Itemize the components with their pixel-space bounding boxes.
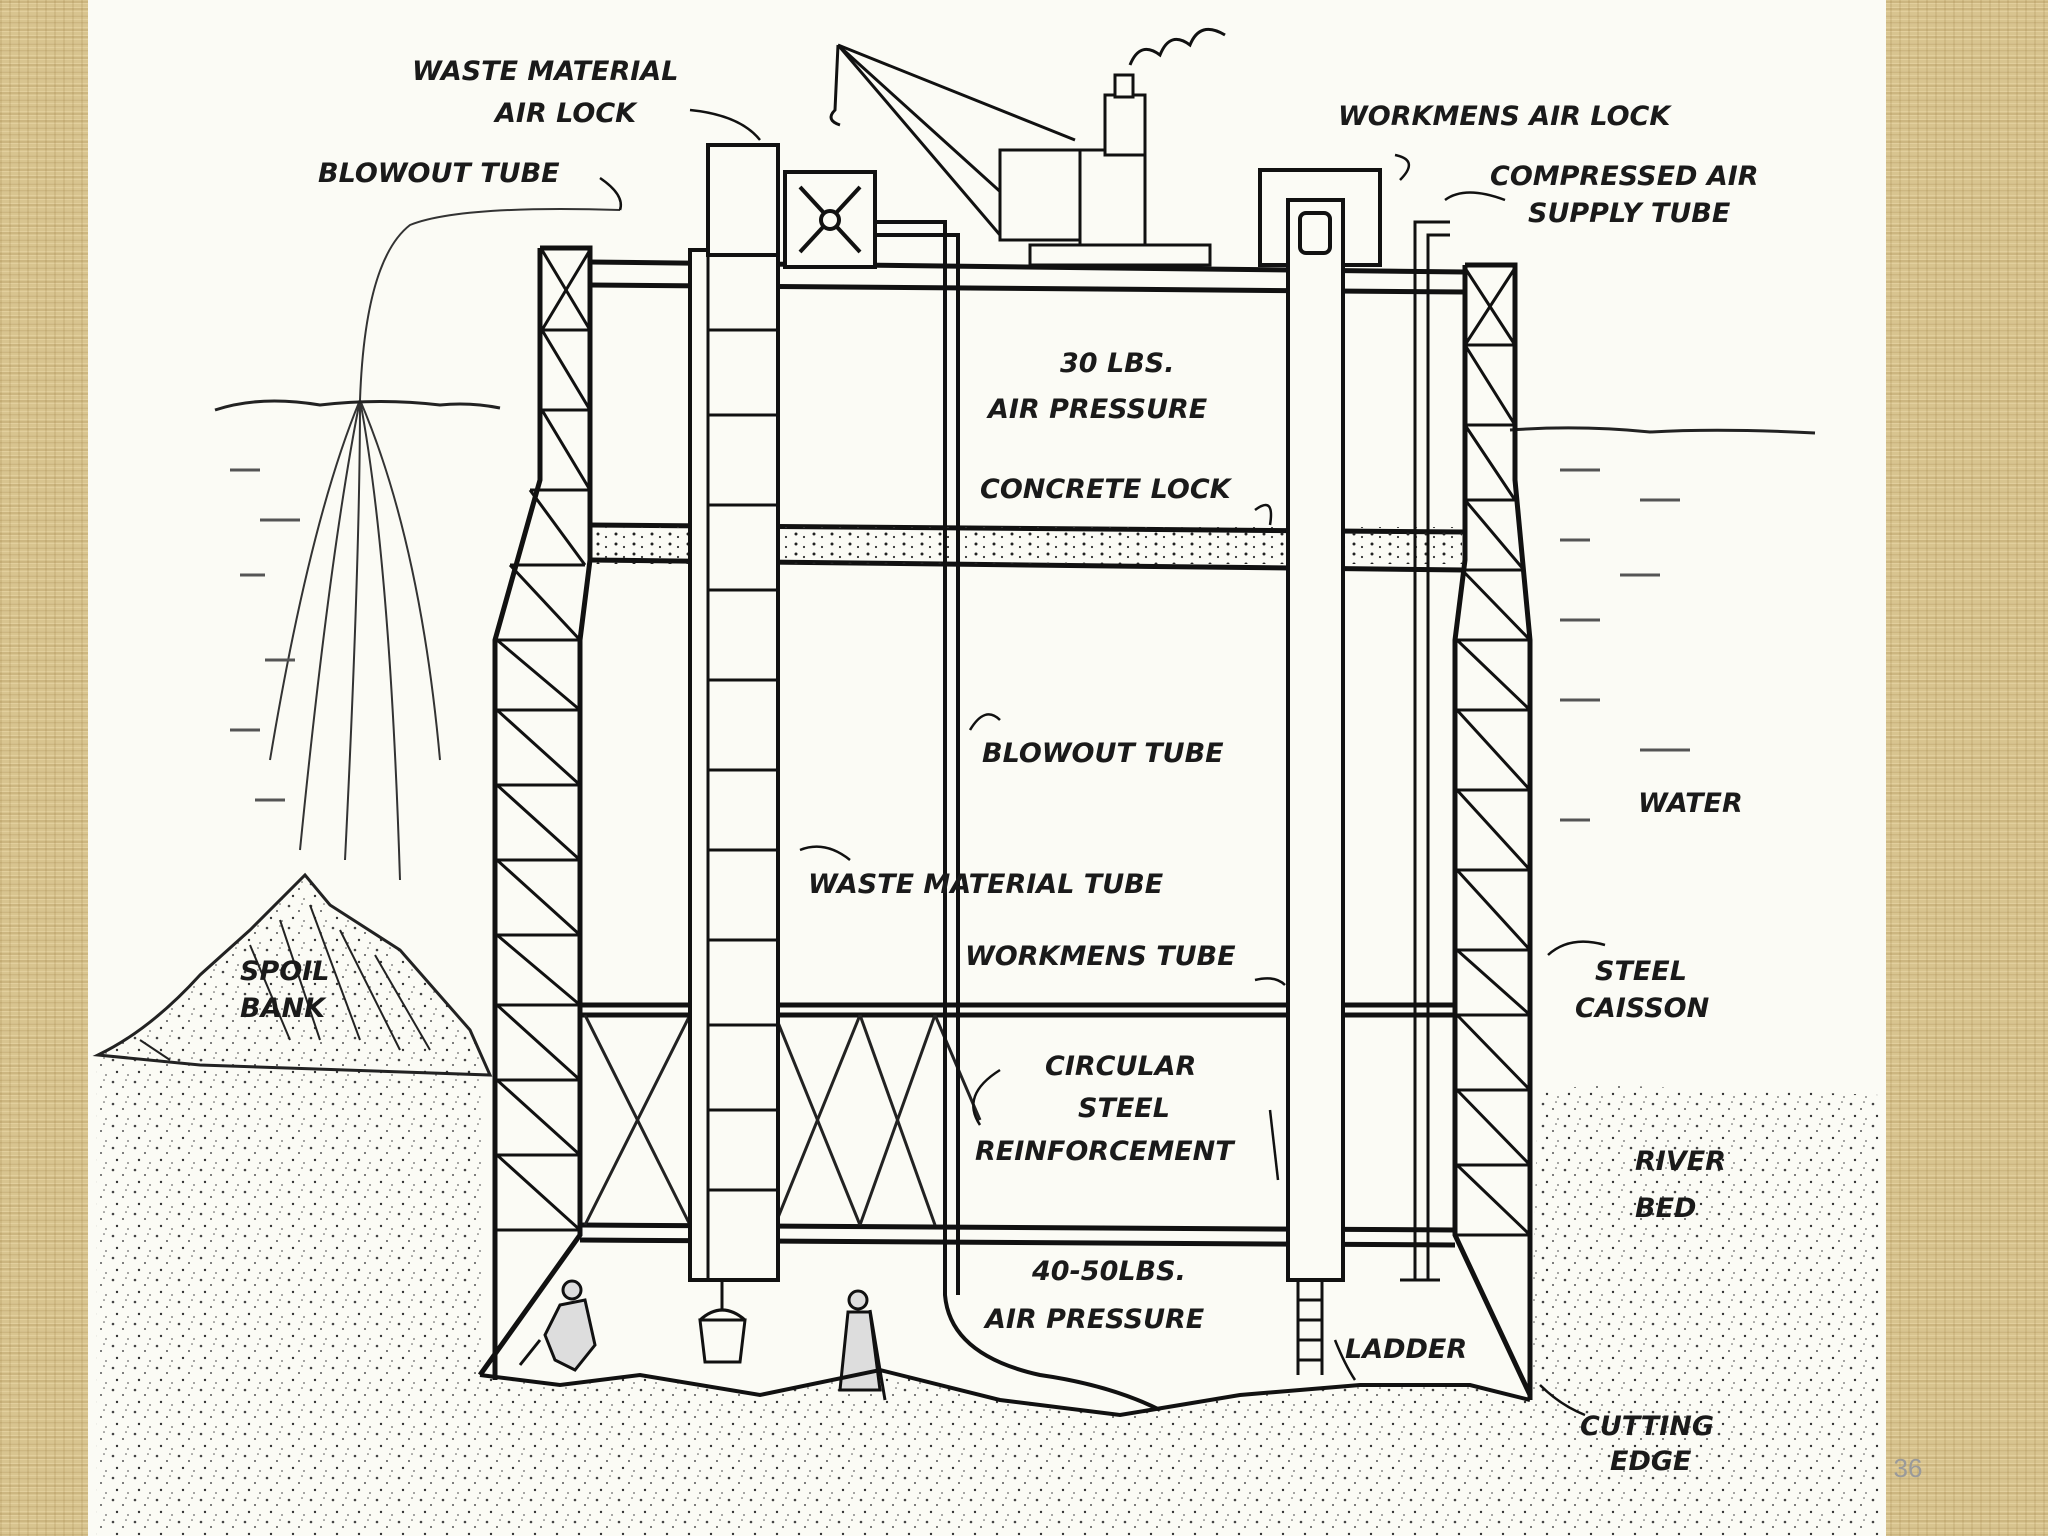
river-bed (96, 1055, 1880, 1536)
crane (829, 27, 1226, 267)
reinforcement-bracing (583, 1014, 982, 1226)
compressed-air-tube (1400, 220, 1450, 1282)
ladder (1296, 1280, 1324, 1375)
waste-material-air-lock-label-1: WASTE MATERIAL (412, 56, 678, 87)
cutting-edge-label-2: EDGE (1610, 1446, 1692, 1477)
compressed-air-label-2: SUPPLY TUBE (1528, 198, 1731, 229)
steel-caisson-label-1: STEEL (1595, 956, 1687, 987)
blowout-tube (875, 220, 1161, 1412)
waste-material-tube-label: WASTE MATERIAL TUBE (808, 869, 1164, 900)
spoil-bank-label-2: BANK (240, 993, 327, 1024)
river-bed-label-2: BED (1635, 1193, 1696, 1224)
cutting-edge (479, 1367, 1531, 1418)
reinforcement-label-3: REINFORCEMENT (975, 1136, 1236, 1167)
spoil-bank-label-1: SPOIL (240, 956, 329, 987)
workmens-tube (1258, 168, 1382, 1282)
spoil-bank-hatching (139, 904, 431, 1061)
ladder-label: LADDER (1345, 1334, 1467, 1365)
bucket (698, 1280, 747, 1364)
reinforcement-label-1: CIRCULAR (1045, 1051, 1196, 1082)
spoil-bank (92, 872, 493, 1077)
workers (518, 1279, 887, 1401)
leader-lines (599, 108, 1606, 1417)
waste-tube-segments (706, 255, 778, 1280)
blowout-tube-top-label: BLOWOUT TUBE (318, 158, 560, 189)
page-number: 36 (1893, 1453, 1923, 1483)
lower-air-pressure-label-2: AIR PRESSURE (983, 1304, 1205, 1335)
water-surface (214, 399, 1816, 435)
water-dashes (230, 468, 1690, 822)
steel-caisson-label-2: CAISSON (1575, 993, 1710, 1024)
waste-air-lock (783, 170, 877, 269)
blowout-spray (269, 208, 621, 881)
lower-air-pressure-label-1: 40-50LBS. (1031, 1256, 1186, 1287)
cutting-edge-label-1: CUTTING (1580, 1411, 1714, 1442)
left-wall-truss (495, 249, 592, 1232)
workmens-air-lock-label: WORKMENS AIR LOCK (1338, 101, 1672, 132)
concrete-lock-label: CONCRETE LOCK (980, 474, 1233, 505)
waste-material-air-lock-label-2: AIR LOCK (493, 98, 638, 129)
right-wall-truss (1455, 267, 1532, 1237)
upper-air-pressure-label-2: AIR PRESSURE (986, 394, 1208, 425)
compressed-air-label-1: COMPRESSED AIR (1490, 161, 1759, 192)
waste-material-tube (688, 143, 780, 1282)
workmens-tube-label: WORKMENS TUBE (965, 941, 1236, 972)
blowout-tube-mid-label: BLOWOUT TUBE (982, 738, 1224, 769)
reinforcement-label-2: STEEL (1078, 1093, 1170, 1124)
upper-air-pressure-label-1: 30 LBS. (1060, 348, 1174, 379)
river-bed-label-1: RIVER (1635, 1146, 1726, 1177)
water-label: WATER (1638, 788, 1743, 819)
